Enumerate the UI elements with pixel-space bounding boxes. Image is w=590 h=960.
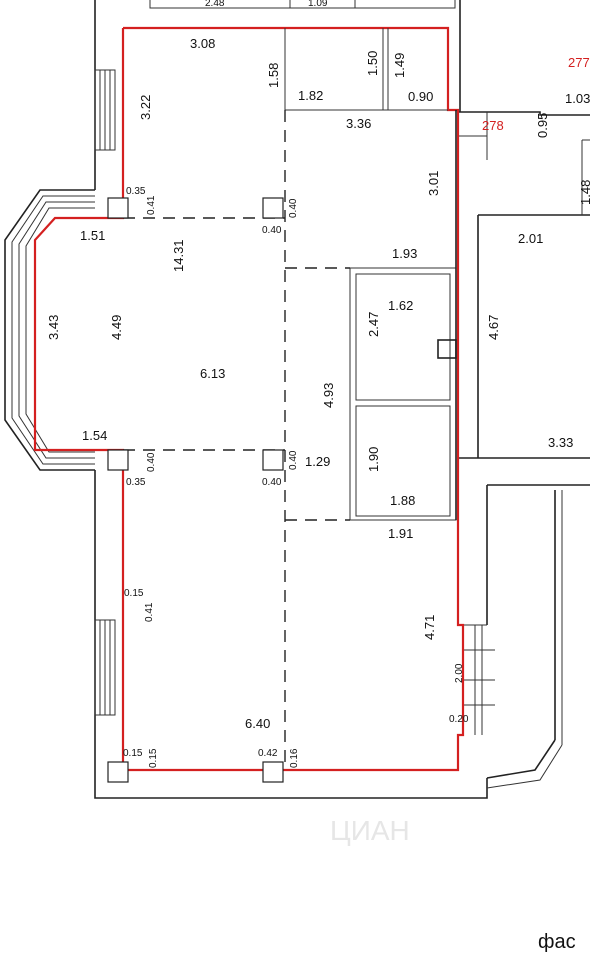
dim-0-20: 0.20: [449, 714, 469, 725]
dim-14-31: 14.31: [171, 239, 186, 272]
dim-3-08: 3.08: [190, 36, 215, 51]
dim-4-67: 4.67: [486, 315, 501, 340]
outer-walls: [94, 28, 590, 799]
room-number-277: 277: [568, 55, 590, 70]
dim-0-15-bottom: 0.15: [123, 748, 143, 759]
dim-1-58: 1.58: [266, 63, 281, 88]
dim-3-01: 3.01: [426, 171, 441, 196]
dim-1-91: 1.91: [388, 526, 413, 541]
dim-3-36: 3.36: [346, 116, 371, 131]
dim-2-01: 2.01: [518, 231, 543, 246]
zone-dashes: [123, 110, 350, 770]
dim-2-48: 2.48: [205, 0, 225, 9]
dim-6-40: 6.40: [245, 716, 270, 731]
window-top-left: [94, 69, 116, 151]
dim-0-40-bottom-c: 0.40: [146, 452, 157, 472]
balcony: [463, 490, 563, 789]
window-bottom-left: [94, 619, 116, 716]
dim-3-43: 3.43: [46, 315, 61, 340]
dim-0-15-left: 0.15: [124, 588, 144, 599]
dim-0-40-bottom-b: 0.40: [262, 477, 282, 488]
dim-1-48: 1.48: [578, 180, 590, 205]
watermark: ЦИАН: [330, 815, 410, 846]
dim-3-22: 3.22: [138, 95, 153, 120]
dim-0-90: 0.90: [408, 89, 433, 104]
dim-0-35-bottom: 0.35: [126, 477, 146, 488]
dim-2-00: 2.00: [454, 663, 465, 683]
dim-1-50: 1.50: [365, 51, 380, 76]
dim-0-95: 0.95: [535, 113, 550, 138]
dim-0-40-top-b: 0.40: [262, 225, 282, 236]
dim-1-54: 1.54: [82, 428, 107, 443]
dim-1-51: 1.51: [80, 228, 105, 243]
dim-1-90: 1.90: [366, 447, 381, 472]
dim-2-47: 2.47: [366, 312, 381, 337]
columns: [107, 197, 284, 783]
dim-1-93: 1.93: [392, 246, 417, 261]
dim-1-49: 1.49: [392, 53, 407, 78]
dim-0-16: 0.16: [289, 748, 300, 768]
dim-0-41-bottom: 0.41: [144, 602, 155, 622]
dim-4-93: 4.93: [321, 383, 336, 408]
bay-window: [4, 189, 95, 471]
dim-4-49: 4.49: [109, 315, 124, 340]
dim-0-15-bottom-right: 0.15: [148, 748, 159, 768]
dim-0-40-top-a: 0.40: [288, 198, 299, 218]
dim-1-82: 1.82: [298, 88, 323, 103]
dim-1-29: 1.29: [305, 454, 330, 469]
dim-1-88: 1.88: [390, 493, 415, 508]
dim-6-13: 6.13: [200, 366, 225, 381]
dim-3-33: 3.33: [548, 435, 573, 450]
room-number-278: 278: [482, 118, 504, 133]
dim-1-09: 1.09: [308, 0, 328, 9]
dim-1-03: 1.03: [565, 91, 590, 106]
dim-0-41-top: 0.41: [146, 195, 157, 215]
dim-1-62: 1.62: [388, 298, 413, 313]
facade-caption: фас: [538, 931, 576, 953]
dim-0-35-top: 0.35: [126, 186, 146, 197]
top-strip: [94, 0, 461, 28]
dim-0-42: 0.42: [258, 748, 278, 759]
apartment-outline: [33, 26, 465, 772]
dim-0-40-bottom-d: 0.40: [288, 450, 299, 470]
dim-4-71: 4.71: [422, 615, 437, 640]
